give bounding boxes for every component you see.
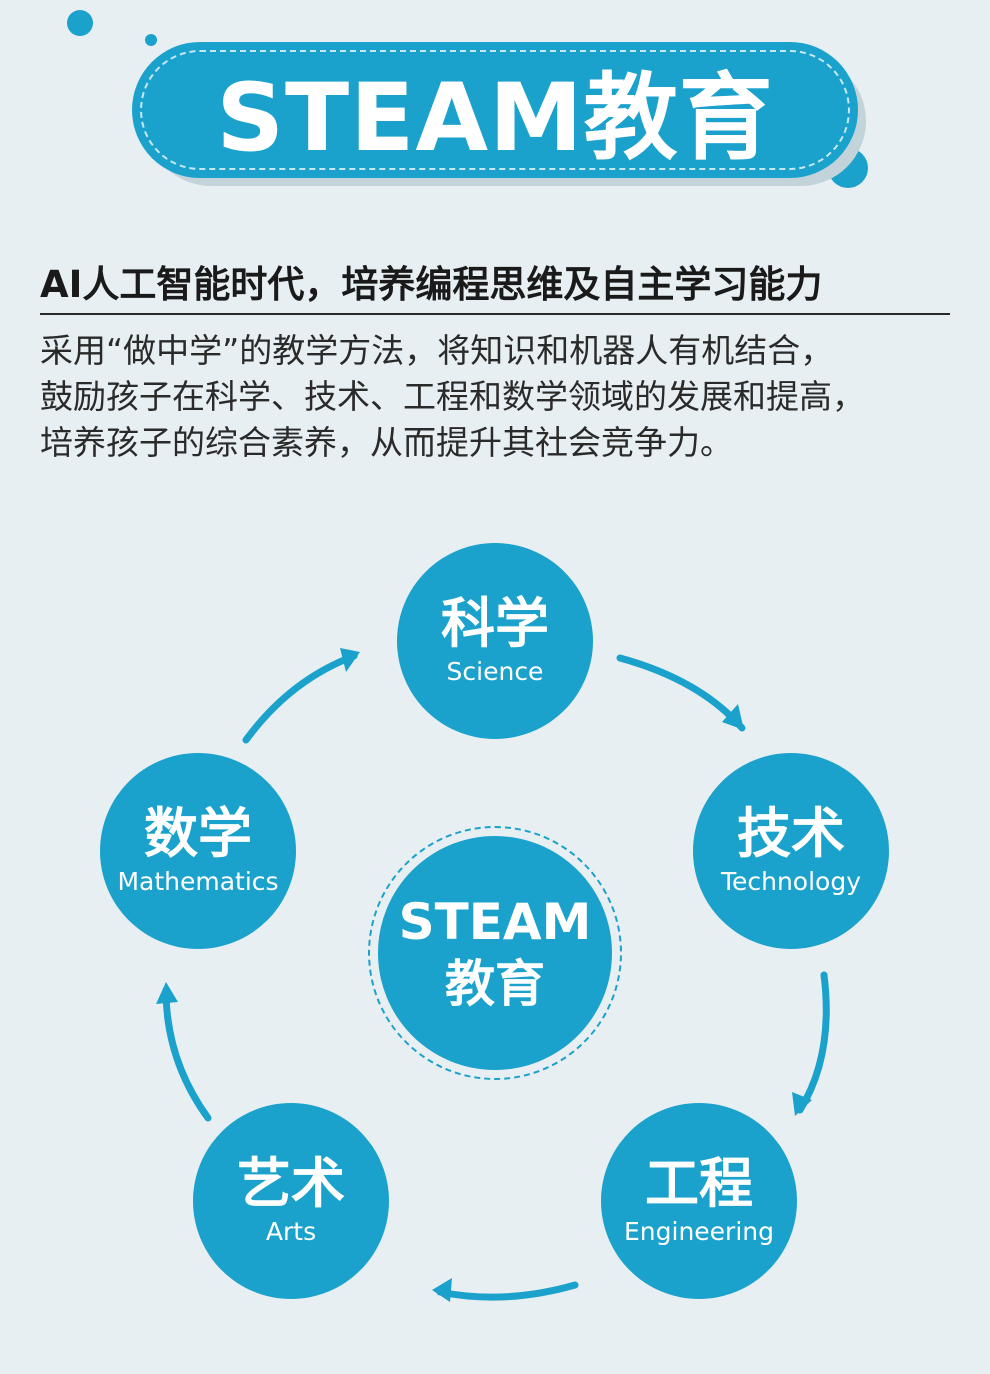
center-label-line2: 教育: [445, 955, 545, 1013]
node-science: 科学 Science: [397, 543, 593, 739]
arrow-head-science: [340, 648, 360, 672]
subtitle: AI人工智能时代，培养编程思维及自主学习能力: [40, 263, 823, 306]
intro-paragraph: 采用“做中学”的教学方法，将知识和机器人有机结合， 鼓励孩子在科学、技术、工程和…: [40, 328, 960, 466]
node-label-cn: 科学: [441, 592, 549, 655]
title-banner: STEAM教育: [132, 42, 858, 178]
intro-line: 采用“做中学”的教学方法，将知识和机器人有机结合，: [40, 331, 834, 370]
node-label-cn: 工程: [645, 1152, 753, 1215]
arrow-science-to-technology: [616, 654, 746, 732]
center-node-steam: STEAM 教育: [378, 836, 612, 1070]
node-arts: 艺术 Arts: [193, 1103, 389, 1299]
arrow-engineering-to-arts: [436, 1281, 579, 1301]
decor-dot-large: [67, 10, 93, 36]
arrow-arts-to-mathematics: [162, 986, 212, 1122]
center-label-line1: STEAM: [398, 893, 592, 951]
node-label-cn: 数学: [144, 802, 252, 865]
arrow-technology-to-engineering: [796, 971, 830, 1114]
node-label-en: Science: [446, 657, 544, 686]
arrow-mathematics-to-science: [242, 652, 358, 744]
node-label-en: Mathematics: [117, 867, 279, 896]
node-label-en: Engineering: [624, 1217, 774, 1246]
intro-line: 培养孩子的综合素养，从而提升其社会竞争力。: [40, 423, 733, 462]
arrow-head-arts: [432, 1278, 452, 1302]
arrow-head-mathematics: [156, 982, 178, 1004]
node-label-en: Technology: [720, 867, 862, 896]
banner-dashed-border: [140, 50, 850, 170]
center-dashed-ring: [368, 826, 622, 1080]
node-label-en: Arts: [265, 1217, 317, 1246]
node-mathematics: 数学 Mathematics: [100, 753, 296, 949]
node-technology: 技术 Technology: [693, 753, 889, 949]
intro-line: 鼓励孩子在科学、技术、工程和数学领域的发展和提高，: [40, 377, 865, 416]
arrow-head-technology: [722, 704, 744, 730]
node-engineering: 工程 Engineering: [601, 1103, 797, 1299]
node-label-cn: 技术: [737, 802, 845, 865]
node-label-cn: 艺术: [237, 1152, 345, 1215]
subtitle-divider: [40, 313, 950, 315]
arrow-head-engineering: [792, 1092, 812, 1116]
banner-title: STEAM教育: [216, 64, 774, 173]
decor-dot-small: [145, 34, 157, 46]
